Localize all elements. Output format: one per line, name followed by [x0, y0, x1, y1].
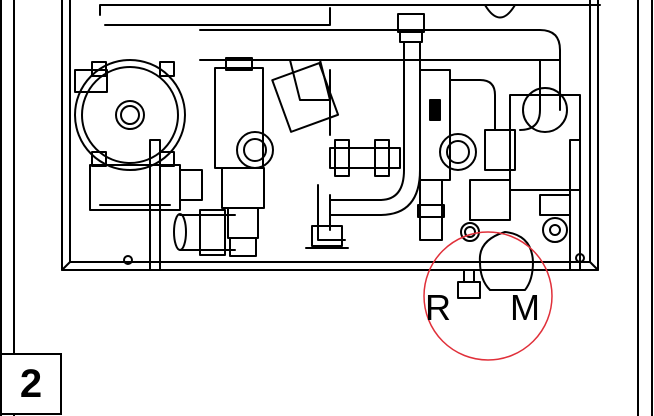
left-bracket	[123, 139, 161, 271]
label-m: M	[510, 287, 540, 328]
right-bracket	[569, 139, 585, 271]
step-number-box: 2	[0, 353, 62, 415]
circulation-pump	[74, 59, 203, 211]
top-pipe	[99, 4, 601, 16]
drain-valve-m	[478, 231, 534, 291]
diverter-valve	[469, 87, 581, 243]
label-r: R	[425, 287, 451, 328]
step-number: 2	[19, 362, 43, 406]
gas-valve	[214, 57, 274, 257]
inner-frame	[61, 0, 599, 271]
highlight-circle	[423, 231, 553, 361]
